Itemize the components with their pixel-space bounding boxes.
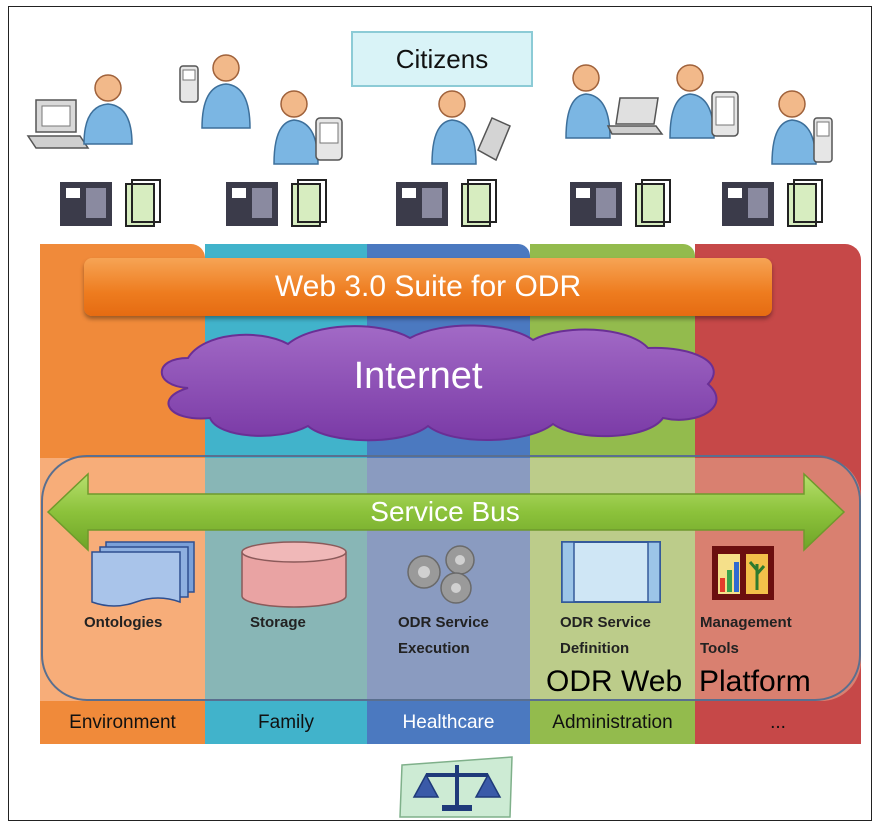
- ontologies-icon: [91, 541, 195, 607]
- component-definition-label: ODR Service Definition: [560, 614, 651, 657]
- citizen-computer-icon: [26, 74, 133, 149]
- citizen-tablet-icon: [669, 64, 739, 139]
- citizen-phone-icon: [771, 90, 833, 165]
- window-icon: [561, 541, 661, 603]
- web-suite-label: Web 3.0 Suite for ODR: [274, 270, 582, 303]
- component-execution-label: ODR Service Execution: [398, 614, 489, 657]
- documents-icon: [396, 179, 497, 227]
- citizen-mobile-icon: [179, 54, 251, 129]
- internet-label: Internet: [353, 355, 483, 397]
- citizen-flip-phone-icon: [431, 90, 511, 165]
- web-suite-bar: Web 3.0 Suite for ODR: [84, 258, 772, 316]
- section-environment: Environment: [69, 712, 176, 733]
- citizen-laptop-icon: [565, 64, 664, 139]
- platform-label-right: Platform: [699, 665, 811, 698]
- citizens-text: Citizens: [395, 43, 489, 74]
- service-bus-arrow-icon: [46, 472, 846, 552]
- platform-label-left: ODR Web: [546, 665, 683, 698]
- justice-scales-icon: [399, 756, 513, 818]
- documents-icon: [570, 179, 671, 227]
- section-family: Family: [258, 712, 314, 733]
- component-management-label: Management Tools: [700, 614, 792, 657]
- citizen-pda-icon: [273, 90, 343, 165]
- citizens-label: Citizens: [351, 31, 533, 87]
- component-storage-label: Storage: [250, 614, 306, 631]
- section-other: ...: [770, 712, 786, 733]
- service-bus-label: Service Bus: [370, 496, 520, 527]
- section-healthcare: Healthcare: [402, 712, 495, 733]
- gears-icon: [407, 545, 475, 604]
- chart-tools-icon: [712, 546, 774, 600]
- component-ontologies-label: Ontologies: [84, 614, 163, 631]
- documents-icon: [722, 179, 823, 227]
- section-administration: Administration: [552, 712, 673, 733]
- internet-cloud-icon: [160, 324, 718, 442]
- documents-icon: [60, 179, 161, 227]
- documents-icon: [226, 179, 327, 227]
- database-icon: [241, 541, 347, 608]
- service-bus-panel: [41, 455, 861, 701]
